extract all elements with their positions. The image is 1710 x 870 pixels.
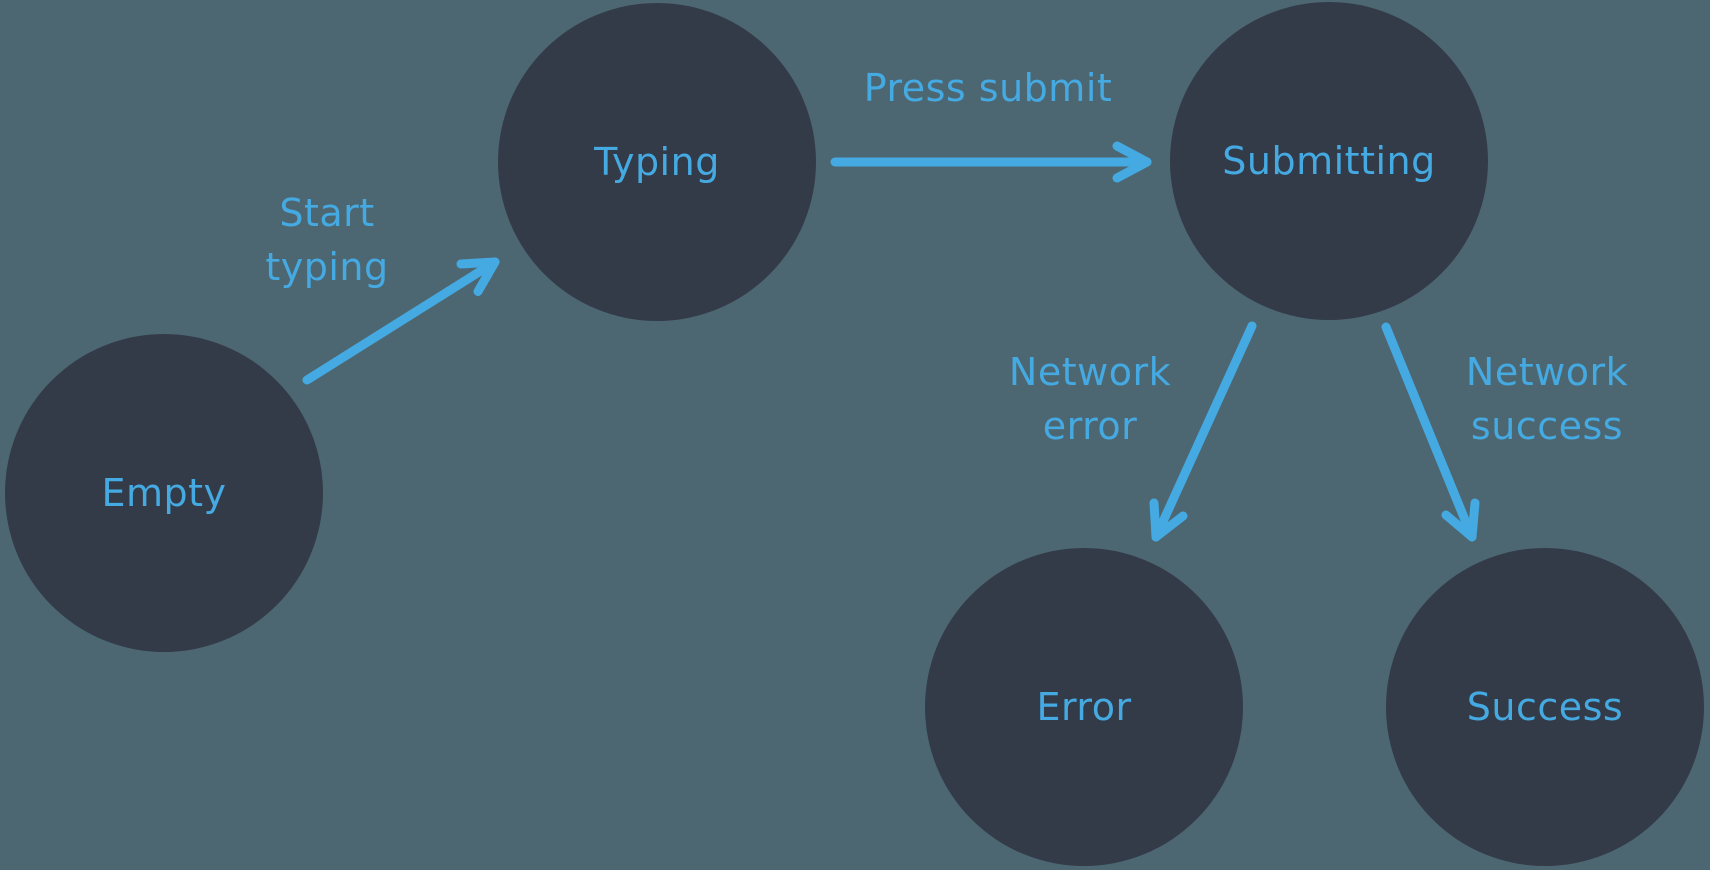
- arrowhead-press-submit: [1112, 141, 1152, 183]
- arrow-network-error: [1149, 321, 1257, 542]
- transition-label-press-submit: Press submit: [864, 61, 1113, 115]
- arrowhead-network-error: [1149, 498, 1188, 542]
- state-label-typing: Typing: [594, 140, 720, 184]
- transition-label-line: Start: [279, 191, 375, 235]
- arrow-press-submit: [830, 141, 1152, 183]
- state-node-submitting: Submitting: [1170, 2, 1488, 320]
- transition-label-line: typing: [265, 245, 389, 289]
- arrowhead-start-typing: [456, 257, 500, 296]
- arrowhead-network-success: [1441, 498, 1480, 542]
- transition-label-line: success: [1470, 404, 1624, 448]
- state-node-error: Error: [925, 548, 1243, 866]
- transition-label-line: Press submit: [863, 66, 1113, 110]
- state-node-typing: Typing: [498, 3, 816, 321]
- arrow-network-success: [1381, 322, 1480, 542]
- transition-label-line: Network: [1465, 350, 1629, 394]
- state-node-empty: Empty: [5, 334, 323, 652]
- transition-label-line: Network: [1008, 350, 1172, 394]
- transition-label-network-success: Network success: [1466, 345, 1628, 453]
- state-label-success: Success: [1466, 685, 1624, 729]
- arrow-start-typing: [302, 257, 500, 385]
- state-label-error: Error: [1036, 685, 1132, 729]
- transition-label-start-typing: Start typing: [265, 186, 388, 294]
- state-label-empty: Empty: [101, 471, 227, 515]
- transition-label-network-error: Network error: [1009, 345, 1171, 453]
- state-node-success: Success: [1386, 548, 1704, 866]
- state-label-submitting: Submitting: [1222, 139, 1436, 183]
- transition-label-line: error: [1042, 404, 1138, 448]
